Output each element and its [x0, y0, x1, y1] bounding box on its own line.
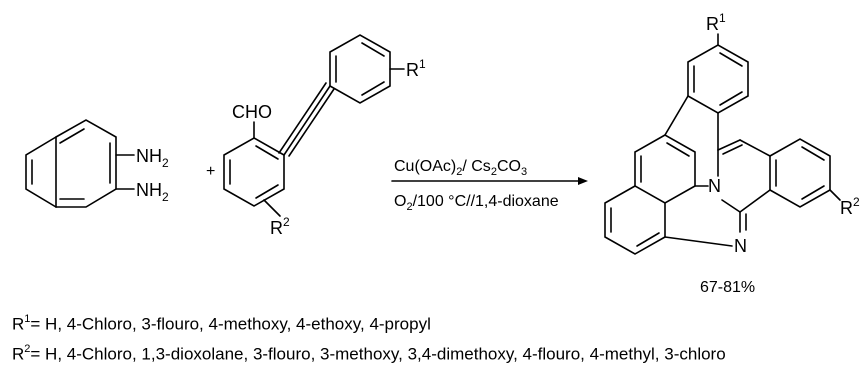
alkynyl-aldehyde-structure: CHO R2 R1: [223, 34, 426, 238]
product-n-bottom: N: [734, 236, 747, 256]
product-r1-label: R1: [706, 11, 726, 34]
aldehyde-r2-label: R2: [270, 215, 290, 238]
reaction-arrow: [391, 177, 588, 185]
r1-definition: R1= H, 4-Chloro, 3-flouro, 4-methoxy, 4-…: [12, 313, 431, 334]
product-r2-label: R2: [840, 195, 860, 218]
r2-definition: R2= H, 4-Chloro, 1,3-dioxolane, 3-flouro…: [12, 343, 726, 364]
cho-label: CHO: [232, 102, 272, 122]
product-n-top: N: [708, 176, 721, 196]
reaction-scheme: NH2 NH2 + CHO R2 R1 Cu(OAc)2/ Cs2CO3 O2/…: [25, 11, 860, 296]
aldehyde-r1-label: R1: [406, 57, 426, 80]
product-structure: R1 N R2 N: [604, 11, 860, 256]
yield-label: 67-81%: [700, 279, 755, 296]
amine-top-label: NH2: [136, 146, 169, 170]
diaminonaphthalene-structure: NH2 NH2: [25, 119, 169, 208]
conditions-above: Cu(OAc)2/ Cs2CO3: [394, 158, 527, 178]
amine-bottom-label: NH2: [136, 180, 169, 204]
plus-sign: +: [206, 163, 215, 180]
conditions-below: O2/100 °C//1,4-dioxane: [394, 193, 559, 213]
